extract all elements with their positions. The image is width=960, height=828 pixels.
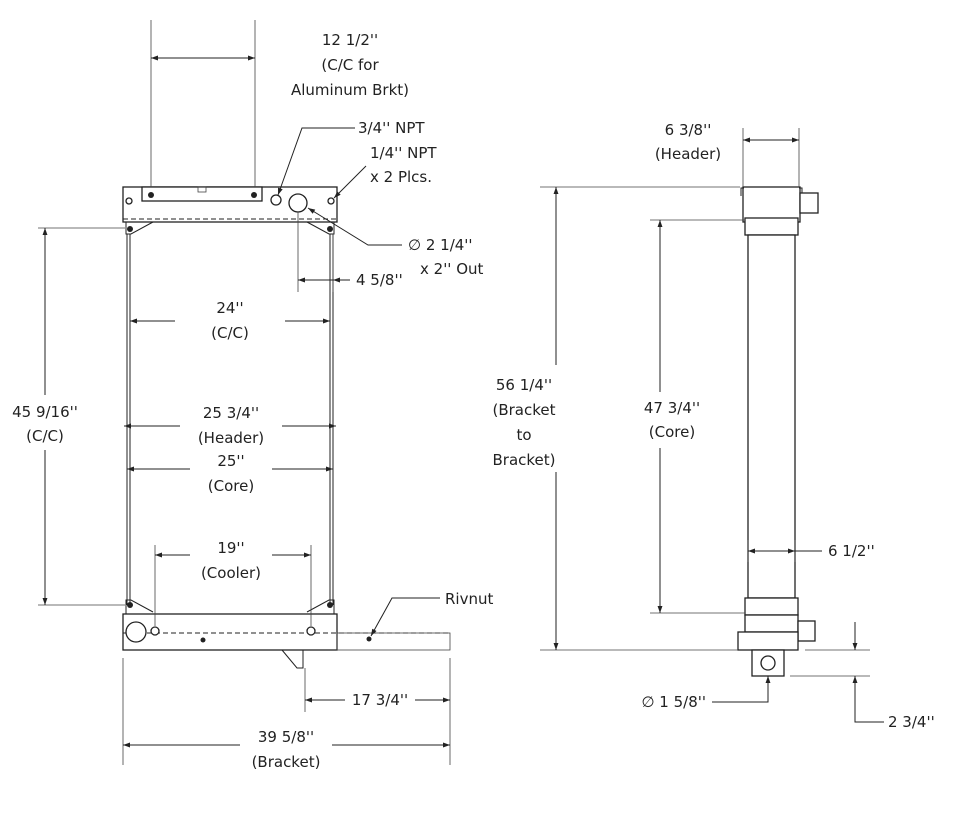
dim-12-1-2: 12 1/2'' (322, 31, 378, 49)
dim-header-note: (Header) (198, 429, 264, 447)
leader-line (333, 165, 367, 199)
side-fitting-top (799, 192, 819, 214)
side-dim-header: 6 3/8'' (665, 121, 712, 139)
port-3-4-npt (270, 194, 282, 206)
leader-line (307, 207, 402, 246)
bolt (127, 226, 133, 232)
side-dim-overall-note2: to (516, 426, 531, 444)
leader-line (277, 127, 355, 196)
label-1-4-npt: 1/4'' NPT (370, 144, 437, 162)
label-outlet-size: x 2'' Out (420, 260, 484, 278)
side-dim-overall-note1: (Bracket (492, 401, 555, 419)
dim-17-3-4: 17 3/4'' (352, 691, 408, 709)
dim-cooler: 19'' (217, 539, 244, 557)
side-dim-core-note: (Core) (649, 423, 695, 441)
side-header (742, 186, 801, 223)
dim-bracket-note: (Bracket) (252, 753, 321, 771)
mounting-foot (281, 649, 304, 669)
side-dim-2-3-4: 2 3/4'' (888, 713, 935, 731)
side-view: 6 3/8'' (Header) 56 1/4'' (Bracket to Br… (492, 121, 934, 731)
leader-line (370, 597, 440, 637)
side-dim-overall: 56 1/4'' (496, 376, 552, 394)
bolt (327, 226, 333, 232)
side-bottom-tank (744, 614, 799, 633)
side-bracket (737, 631, 799, 651)
dim-45-note: (C/C) (26, 427, 64, 445)
bolt (127, 602, 133, 608)
leader-line (712, 676, 771, 703)
bolt (148, 192, 154, 198)
side-dim-header-note: (Header) (655, 145, 721, 163)
side-fitting-bottom (797, 620, 816, 642)
port-1-4-npt (327, 197, 335, 205)
side-dim-core: 47 3/4'' (644, 399, 700, 417)
dim-core-width: 25'' (217, 452, 244, 470)
label-3-4-npt: 3/4'' NPT (358, 119, 425, 137)
cooler-port (306, 626, 316, 636)
bracket-tab (197, 186, 207, 193)
dim-bracket-width: 39 5/8'' (258, 728, 314, 746)
side-inlet-port (760, 655, 776, 671)
side-dim-overall-note3: Bracket) (492, 451, 555, 469)
side-bottom-flange (744, 597, 799, 616)
outlet-port (288, 193, 308, 213)
side-dim-6-1-2: 6 1/2'' (828, 542, 875, 560)
side-core (747, 234, 796, 599)
side-header-flange (744, 217, 799, 236)
label-rivnut: Rivnut (445, 590, 493, 608)
bottom-port (125, 621, 147, 643)
dim-12-1-2-note: (C/C for (321, 56, 379, 74)
mounting-bracket (336, 632, 451, 651)
dim-24: 24'' (216, 299, 243, 317)
leader-line (854, 704, 884, 723)
dim-4-5-8: 4 5/8'' (356, 271, 403, 289)
aluminum-bracket (141, 186, 263, 202)
dim-core-note: (Core) (208, 477, 254, 495)
bolt (251, 192, 257, 198)
side-label-inlet: ∅ 1 5/8'' (641, 693, 706, 711)
dim-24-note: (C/C) (211, 324, 249, 342)
rivnut (366, 636, 372, 642)
bolt (327, 602, 333, 608)
dim-45-9-16: 45 9/16'' (12, 403, 78, 421)
dim-header-width: 25 3/4'' (203, 404, 259, 422)
cooler-port (150, 626, 160, 636)
label-1-4-npt-qty: x 2 Plcs. (370, 168, 432, 186)
dim-cooler-note: (Cooler) (201, 564, 261, 582)
label-outlet: ∅ 2 1/4'' (408, 236, 473, 254)
dim-12-1-2-note2: Aluminum Brkt) (291, 81, 409, 99)
top-gussets (125, 221, 335, 235)
bolt (200, 637, 206, 643)
front-view: 12 1/2'' (C/C for Aluminum Brkt) 3/4'' N… (12, 20, 493, 771)
bottom-gussets (125, 599, 335, 614)
port-1-4-npt (125, 197, 133, 205)
